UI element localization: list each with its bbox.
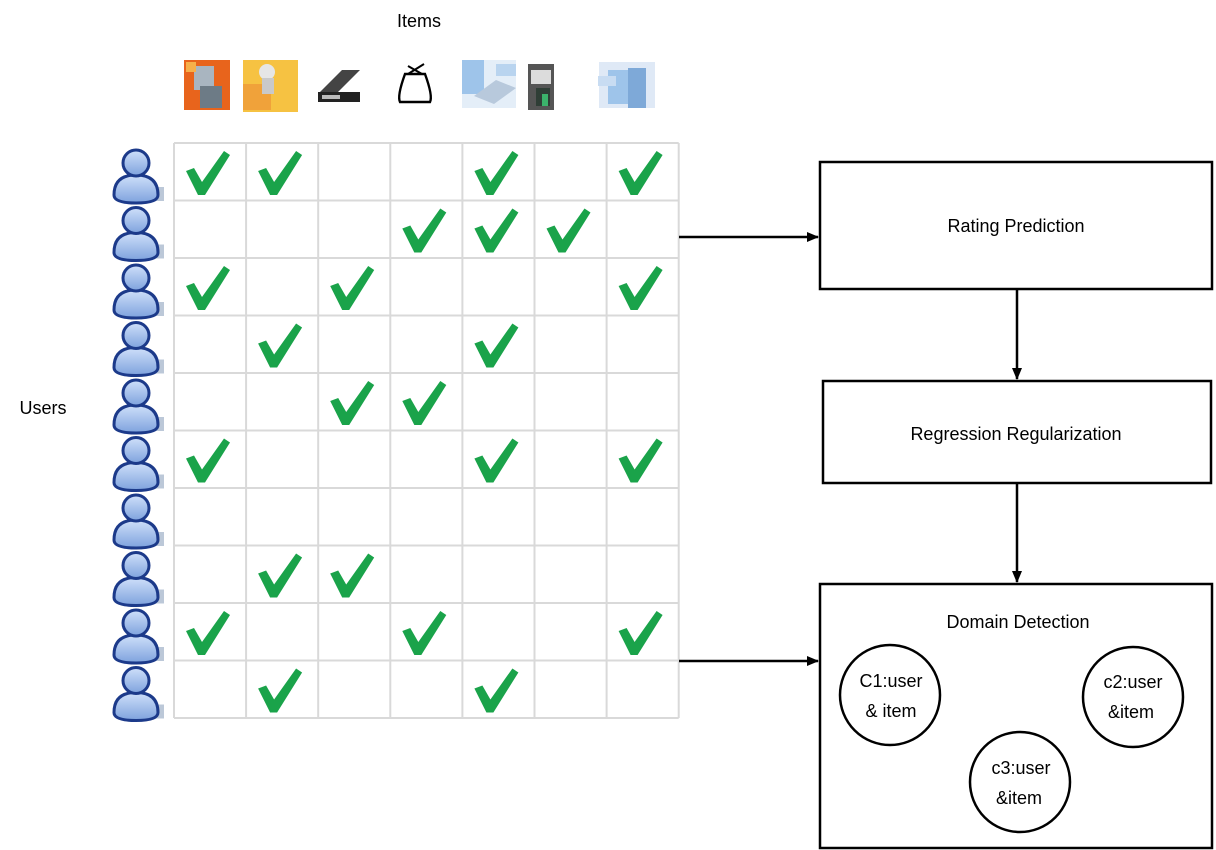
checkmark-icon: [474, 151, 519, 195]
users-label: Users: [19, 398, 66, 418]
checkmark-icon: [474, 208, 519, 253]
checkmark-icon: [618, 611, 663, 655]
regression-regularization-label: Regression Regularization: [910, 424, 1121, 444]
checkmark-icon: [186, 266, 230, 310]
bag-icon: [397, 63, 433, 104]
checkmark-icon: [186, 438, 230, 483]
checkmark-icon: [474, 323, 519, 368]
tools-icon: [184, 60, 230, 110]
cluster-c1-line1: C1:user: [859, 671, 922, 691]
user-icon: [112, 378, 164, 435]
rating-prediction-box: [818, 160, 1214, 291]
user-icon: [112, 206, 164, 263]
checkmark-icon: [258, 553, 303, 598]
checkmark-icon: [330, 553, 375, 598]
regression-regularization-box: [821, 379, 1213, 485]
user-icon: [112, 666, 164, 723]
cluster-c2-circle: [1081, 645, 1185, 749]
user-icons-column: [112, 148, 164, 723]
items-label: Items: [397, 11, 441, 31]
user-icon: [112, 551, 164, 608]
checkmark-icon: [474, 668, 519, 713]
user-icon: [112, 321, 164, 378]
tray-icon: [318, 70, 360, 102]
rating-prediction-label: Rating Prediction: [947, 216, 1084, 236]
cluster-c2-line2: &item: [1108, 702, 1154, 722]
checkmark-icon: [618, 151, 663, 195]
shelf-icon: [598, 62, 655, 108]
rating-matrix-grid: [173, 142, 680, 719]
cluster-c3-circle: [968, 730, 1072, 834]
checkmark-icon: [330, 266, 375, 310]
checkmark-icon: [402, 208, 447, 253]
cluster-c3-line2: &item: [996, 788, 1042, 808]
keyboard-icon: [462, 60, 516, 108]
box-icon: [243, 60, 298, 112]
checkmark-icon: [402, 611, 447, 655]
checkmark-icon: [546, 208, 591, 253]
cluster-c1-circle: [838, 643, 942, 747]
cabinet-icon: [528, 64, 554, 110]
checkmark-icon: [258, 323, 303, 368]
domain-detection-label: Domain Detection: [946, 612, 1089, 632]
cluster-c1-line2: & item: [865, 701, 916, 721]
checkmark-icon: [330, 381, 375, 425]
checkmark-icon: [618, 266, 663, 310]
checkmark-icon: [186, 611, 230, 655]
checkmark-icon: [402, 381, 447, 425]
checkmark-icon: [258, 151, 303, 195]
user-icon: [112, 263, 164, 320]
rating-checkmarks: [186, 151, 663, 713]
checkmark-icon: [258, 668, 303, 713]
checkmark-icon: [186, 151, 230, 195]
user-icon: [112, 436, 164, 493]
cluster-c3-line1: c3:user: [991, 758, 1050, 778]
checkmark-icon: [474, 438, 519, 483]
user-icon: [112, 608, 164, 665]
cluster-c2-line1: c2:user: [1103, 672, 1162, 692]
item-icons-row: [184, 60, 655, 112]
checkmark-icon: [618, 438, 663, 483]
user-icon: [112, 493, 164, 550]
user-icon: [112, 148, 164, 205]
